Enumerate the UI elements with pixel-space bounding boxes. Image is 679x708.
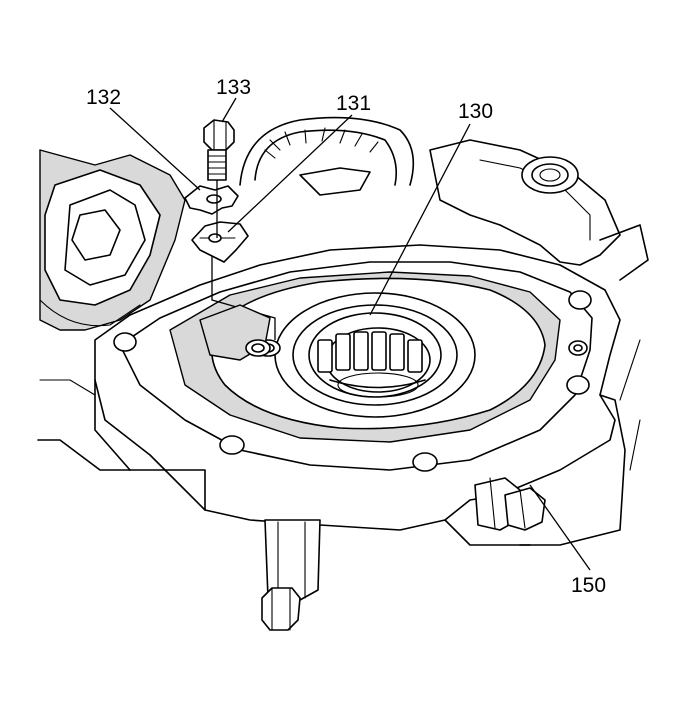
flange-bolt-holes: [113, 290, 592, 472]
bearing-assembly: [274, 292, 476, 418]
lock-tab-132: [184, 185, 239, 215]
retainer-131: [191, 221, 249, 263]
callout-131: 131: [336, 92, 371, 115]
retainer-install-path: [199, 256, 281, 361]
roller-cage: [317, 331, 423, 373]
leader-lines: [109, 97, 591, 571]
left-housing: [37, 149, 186, 471]
drain-fitting: [474, 477, 546, 531]
callout-133: 133: [216, 76, 251, 99]
leader-132: [109, 107, 201, 191]
bolt-133: [203, 119, 235, 238]
right-lower-housing: [519, 339, 641, 546]
callout-150: 150: [571, 574, 606, 597]
callout-130: 130: [458, 100, 493, 123]
leader-130: [369, 123, 471, 316]
callout-132: 132: [86, 86, 121, 109]
lower-case: [94, 379, 531, 546]
upper-gear: [239, 116, 415, 196]
leader-131: [227, 114, 353, 233]
upper-right-plate: [429, 139, 649, 281]
callout-labels: 132 133 131 130 150: [86, 76, 606, 597]
leader-150: [529, 484, 591, 571]
lower-shaft: [261, 519, 321, 631]
leader-133: [221, 97, 237, 123]
